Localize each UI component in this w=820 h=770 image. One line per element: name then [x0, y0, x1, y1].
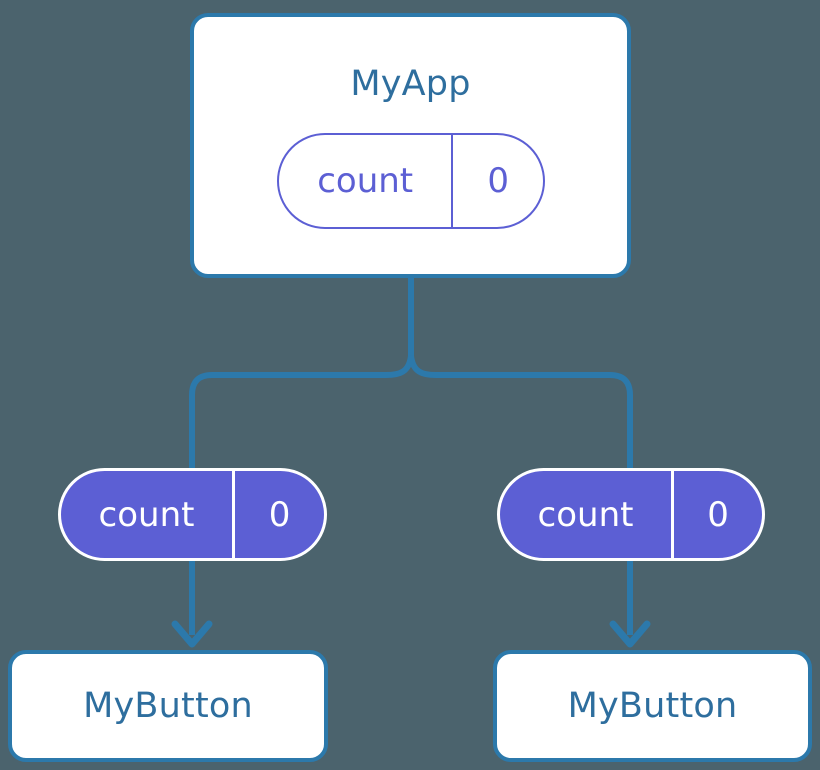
state-pill-left-value: 0 [232, 471, 324, 558]
state-pill-right-value: 0 [671, 471, 762, 558]
state-pill-root[interactable]: count 0 [277, 133, 545, 229]
state-pill-left-key: count [98, 494, 195, 535]
state-pill-right[interactable]: count 0 [497, 468, 765, 561]
arrow-head-right-icon [609, 620, 651, 648]
state-pill-root-value: 0 [451, 135, 543, 227]
component-node-mybutton-left[interactable]: MyButton [8, 650, 328, 762]
component-title-myapp: MyApp [350, 64, 471, 104]
connector-branch-right [408, 355, 633, 468]
component-title-mybutton-left: MyButton [83, 685, 253, 726]
state-pill-root-key: count [317, 161, 414, 201]
connector-branch-left [189, 355, 414, 468]
state-pill-right-key: count [537, 494, 634, 535]
state-pill-left[interactable]: count 0 [58, 468, 327, 561]
component-node-mybutton-right[interactable]: MyButton [493, 650, 812, 762]
component-title-mybutton-right: MyButton [567, 685, 738, 726]
arrow-head-left-icon [171, 620, 213, 648]
